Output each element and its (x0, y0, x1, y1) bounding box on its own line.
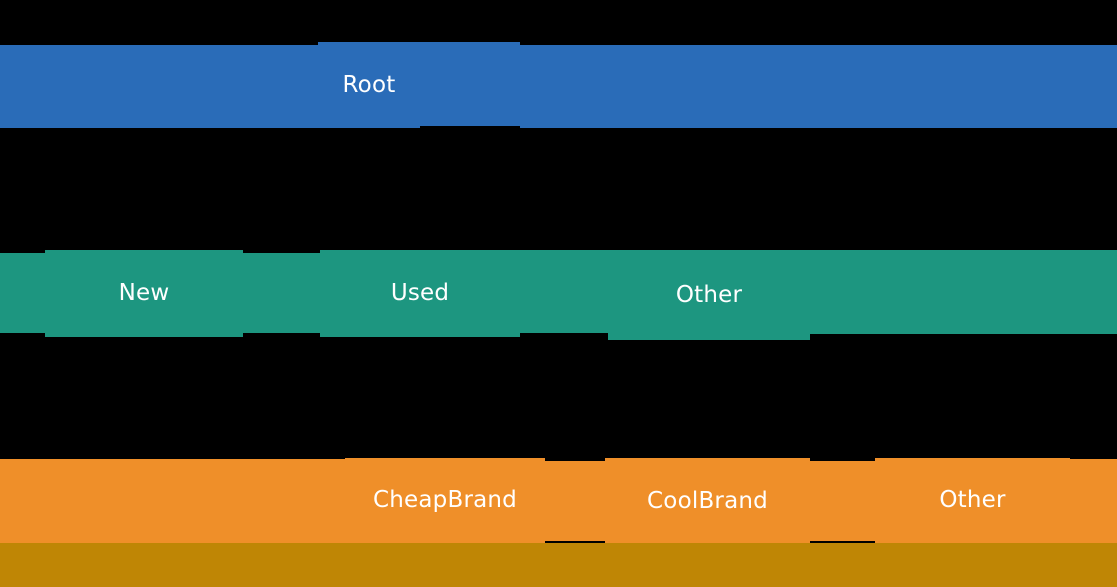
tier-condition: New Used Other (0, 250, 1117, 340)
node-coolbrand[interactable]: CoolBrand (605, 458, 810, 545)
node-condition-segment[interactable] (810, 250, 1117, 334)
node-root-segment[interactable] (520, 45, 1117, 128)
node-root[interactable]: Root (318, 42, 420, 128)
node-other[interactable]: Other (875, 458, 1070, 543)
node-other[interactable]: Other (608, 250, 810, 340)
node-label: Used (390, 280, 450, 306)
node-label: Other (675, 281, 743, 308)
node-root-segment[interactable] (0, 45, 318, 128)
node-condition-segment[interactable] (520, 250, 608, 333)
node-brand-segment[interactable] (0, 459, 345, 543)
node-condition-segment[interactable] (0, 253, 45, 333)
node-label: CoolBrand (647, 488, 768, 514)
node-condition-segment[interactable] (243, 253, 320, 333)
node-label: Root (342, 71, 396, 98)
node-label: New (118, 280, 170, 306)
node-new[interactable]: New (45, 250, 243, 337)
node-root-segment[interactable] (420, 42, 520, 126)
tier-leaf (0, 543, 1117, 587)
node-brand-segment[interactable] (545, 461, 605, 541)
node-brand-segment[interactable] (810, 461, 875, 541)
node-used[interactable]: Used (320, 250, 520, 337)
node-label: CheapBrand (373, 487, 517, 513)
tier-brand: CheapBrand CoolBrand Other (0, 458, 1117, 545)
node-cheapbrand[interactable]: CheapBrand (345, 458, 545, 543)
node-label: Other (939, 487, 1006, 513)
tier-root: Root (0, 42, 1117, 128)
node-brand-segment[interactable] (1070, 459, 1117, 543)
node-leaf-segment[interactable] (0, 543, 1117, 587)
